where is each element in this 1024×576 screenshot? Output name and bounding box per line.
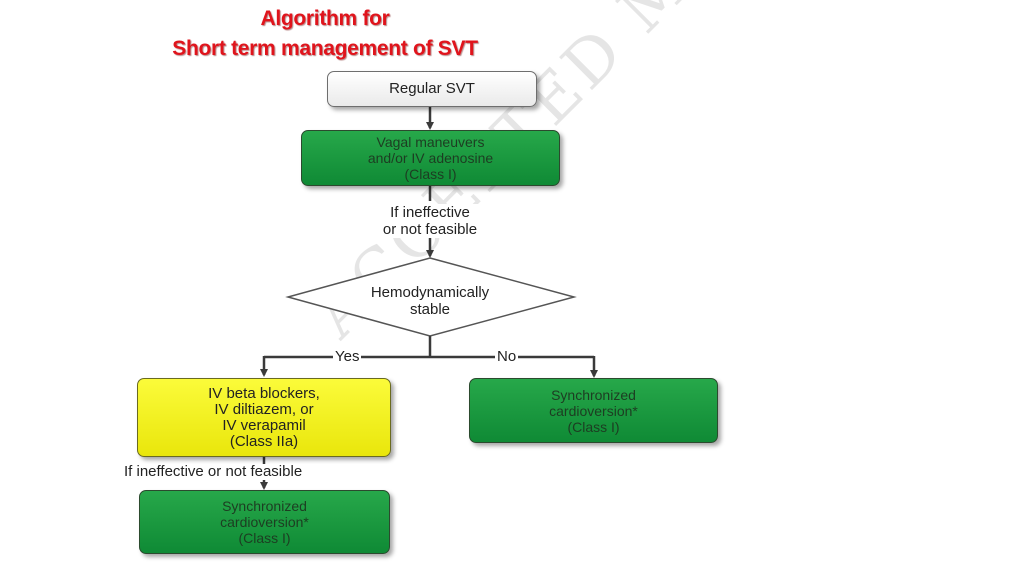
node-hemodynamically-stable: Hemodynamically stable — [300, 284, 560, 318]
node-vagal-adenosine: Vagal maneuvers and/or IV adenosine (Cla… — [301, 130, 560, 186]
edge-label-ineffective-top: If ineffective or not feasible — [350, 204, 510, 238]
edge-label-ineffective-bottom: If ineffective or not feasible — [124, 464, 404, 480]
node-cardioversion-bottom: Synchronized cardioversion* (Class I) — [139, 490, 390, 554]
node-iv-beta-blockers: IV beta blockers, IV diltiazem, or IV ve… — [137, 378, 391, 457]
node-cardio-bottom-line-1: Synchronized — [222, 498, 307, 514]
decision-line-1: Hemodynamically — [370, 284, 490, 301]
node-beta-line-1: IV beta blockers, — [208, 384, 320, 402]
node-cardioversion-right: Synchronized cardioversion* (Class I) — [469, 378, 718, 443]
node-beta-line-2: IV diltiazem, or — [214, 400, 314, 418]
node-vagal-line-2: and/or IV adenosine — [367, 150, 494, 166]
node-cardio-right-line-2: cardioversion* — [549, 402, 638, 419]
edge-label-no: No — [495, 348, 519, 365]
title-line-1: Algorithm for — [260, 7, 390, 30]
node-regular-svt: Regular SVT — [327, 71, 537, 107]
node-cardio-right-line-1: Synchronized — [551, 386, 636, 403]
node-cardio-right-line-3: (Class I) — [567, 418, 620, 435]
node-cardio-bottom-line-3: (Class I) — [238, 530, 291, 546]
node-cardio-bottom-line-2: cardioversion* — [220, 514, 309, 530]
node-beta-line-4: (Class IIa) — [229, 432, 299, 450]
decision-line-2: stable — [409, 301, 451, 318]
title-line-2: Short term management of SVT — [172, 37, 478, 60]
node-regular-svt-text: Regular SVT — [389, 80, 475, 97]
edge-label-ineffective-top-line-1: If ineffective — [390, 204, 470, 221]
node-beta-line-3: IV verapamil — [222, 416, 306, 434]
edge-label-ineffective-top-line-2: or not feasible — [382, 221, 478, 238]
node-vagal-line-3: (Class I) — [404, 166, 457, 182]
edge-label-yes: Yes — [333, 348, 362, 365]
node-vagal-line-1: Vagal maneuvers — [376, 134, 485, 150]
